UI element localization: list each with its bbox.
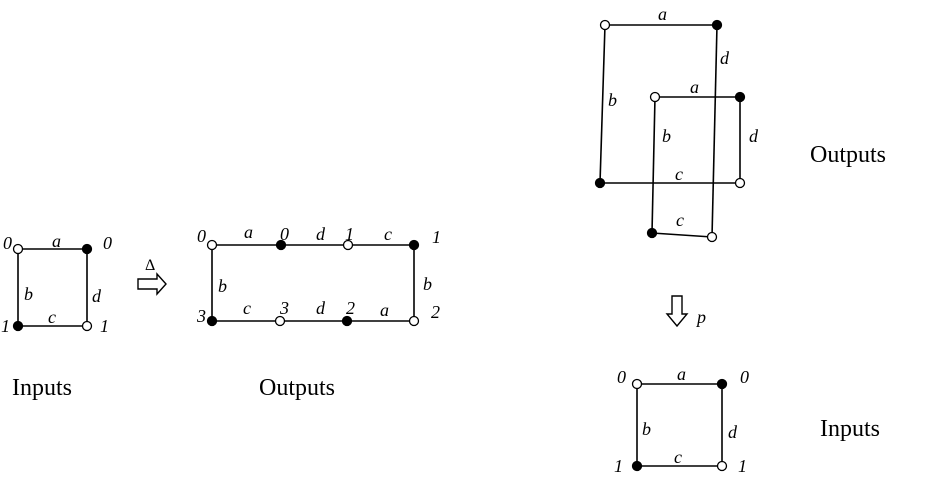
base-label-bottom-edge: c [674, 447, 682, 467]
caption-outputs-right: Outputs [810, 142, 886, 168]
input-vertex-label-bottom-right: 1 [100, 316, 109, 336]
input-label-left-edge: b [24, 284, 33, 304]
input-label-right-edge: d [92, 286, 102, 306]
projection-arrow: p [665, 295, 706, 328]
input-label-top-edge: a [52, 231, 61, 251]
strip-vertex-label: 0 [280, 224, 289, 244]
projection-symbol: p [695, 307, 706, 327]
cover-label: a [690, 77, 699, 97]
strip-label-top-edge: c [384, 224, 392, 244]
strip-vertex-label: 1 [345, 224, 354, 244]
covering-graph: a b d c a b d c [594, 4, 759, 243]
cover-outer-edge-right [711, 24, 718, 238]
strip-label-bottom-edge: d [316, 298, 326, 318]
strip-vertex [275, 239, 287, 251]
delta-arrow: Δ [137, 257, 167, 296]
strip-label-right-edge: b [423, 274, 432, 294]
caption-inputs-left: Inputs [12, 375, 72, 401]
cover-vertex [734, 177, 746, 189]
base-vertex-bottom-left [631, 460, 643, 472]
strip-vertex-label: 3 [196, 306, 206, 326]
input-label-bottom-edge: c [48, 307, 56, 327]
base-label-left-edge: b [642, 419, 651, 439]
input-vertex-top-right [81, 243, 93, 255]
strip-vertex [408, 315, 420, 327]
input-vertex-top-left [12, 243, 24, 255]
strip-vertex-label: 2 [431, 302, 440, 322]
strip-label-bottom-edge: a [380, 300, 389, 320]
strip-vertex-label: 2 [346, 298, 355, 318]
strip-label-bottom-edge: c [243, 298, 251, 318]
cover-vertex [711, 19, 723, 31]
input-vertex-label-top-left: 0 [3, 233, 12, 253]
cover-vertex [599, 19, 611, 31]
caption-inputs-right: Inputs [820, 416, 880, 442]
cover-vertex [646, 227, 658, 239]
strip-vertex [206, 239, 218, 251]
strip-vertex [342, 239, 354, 251]
strip-vertex [408, 239, 420, 251]
cover-label: a [658, 4, 667, 24]
input-vertex-label-top-right: 0 [103, 233, 112, 253]
cover-outer-edge-left [599, 24, 606, 184]
cover-inner-edge-bottom [651, 232, 713, 238]
input-square-left: a b d c 0 0 1 1 [1, 231, 112, 336]
base-vertex-label-bottom-right: 1 [738, 456, 747, 476]
strip-label-top-edge: d [316, 224, 326, 244]
base-square: a b d c 0 0 1 1 [614, 364, 749, 476]
cover-label: d [749, 126, 759, 146]
strip-vertex [274, 315, 286, 327]
base-vertex-top-left [631, 378, 643, 390]
delta-arrow-shape [137, 272, 167, 296]
base-label-top-edge: a [677, 364, 686, 384]
base-label-right-edge: d [728, 422, 738, 442]
strip-vertex-label: 1 [432, 227, 441, 247]
cover-label: b [608, 90, 617, 110]
strip-vertex [206, 315, 218, 327]
strip-vertex-label: 3 [279, 298, 289, 318]
cover-label: c [675, 164, 683, 184]
cover-inner-edge-left [651, 96, 656, 234]
base-vertex-top-right [716, 378, 728, 390]
strip-vertex-label: 0 [197, 226, 206, 246]
base-vertex-bottom-right [716, 460, 728, 472]
output-strip: a d c c d a b b 0 0 1 1 3 3 2 2 [196, 222, 441, 327]
projection-arrow-shape [665, 295, 689, 328]
strip-vertex [341, 315, 353, 327]
cover-vertex [706, 231, 718, 243]
cover-vertex [734, 91, 746, 103]
cover-vertex [594, 177, 606, 189]
input-vertex-bottom-right [81, 320, 93, 332]
base-vertex-label-top-left: 0 [617, 367, 626, 387]
delta-symbol: Δ [145, 257, 155, 274]
strip-label-left-edge: b [218, 276, 227, 296]
cover-label: c [676, 210, 684, 230]
caption-outputs-left: Outputs [259, 375, 335, 401]
cover-label: d [720, 48, 730, 68]
cover-label: b [662, 126, 671, 146]
input-vertex-label-bottom-left: 1 [1, 316, 10, 336]
input-vertex-bottom-left [12, 320, 24, 332]
cover-vertex [649, 91, 661, 103]
strip-label-top-edge: a [244, 222, 253, 242]
base-vertex-label-bottom-left: 1 [614, 456, 623, 476]
base-vertex-label-top-right: 0 [740, 367, 749, 387]
